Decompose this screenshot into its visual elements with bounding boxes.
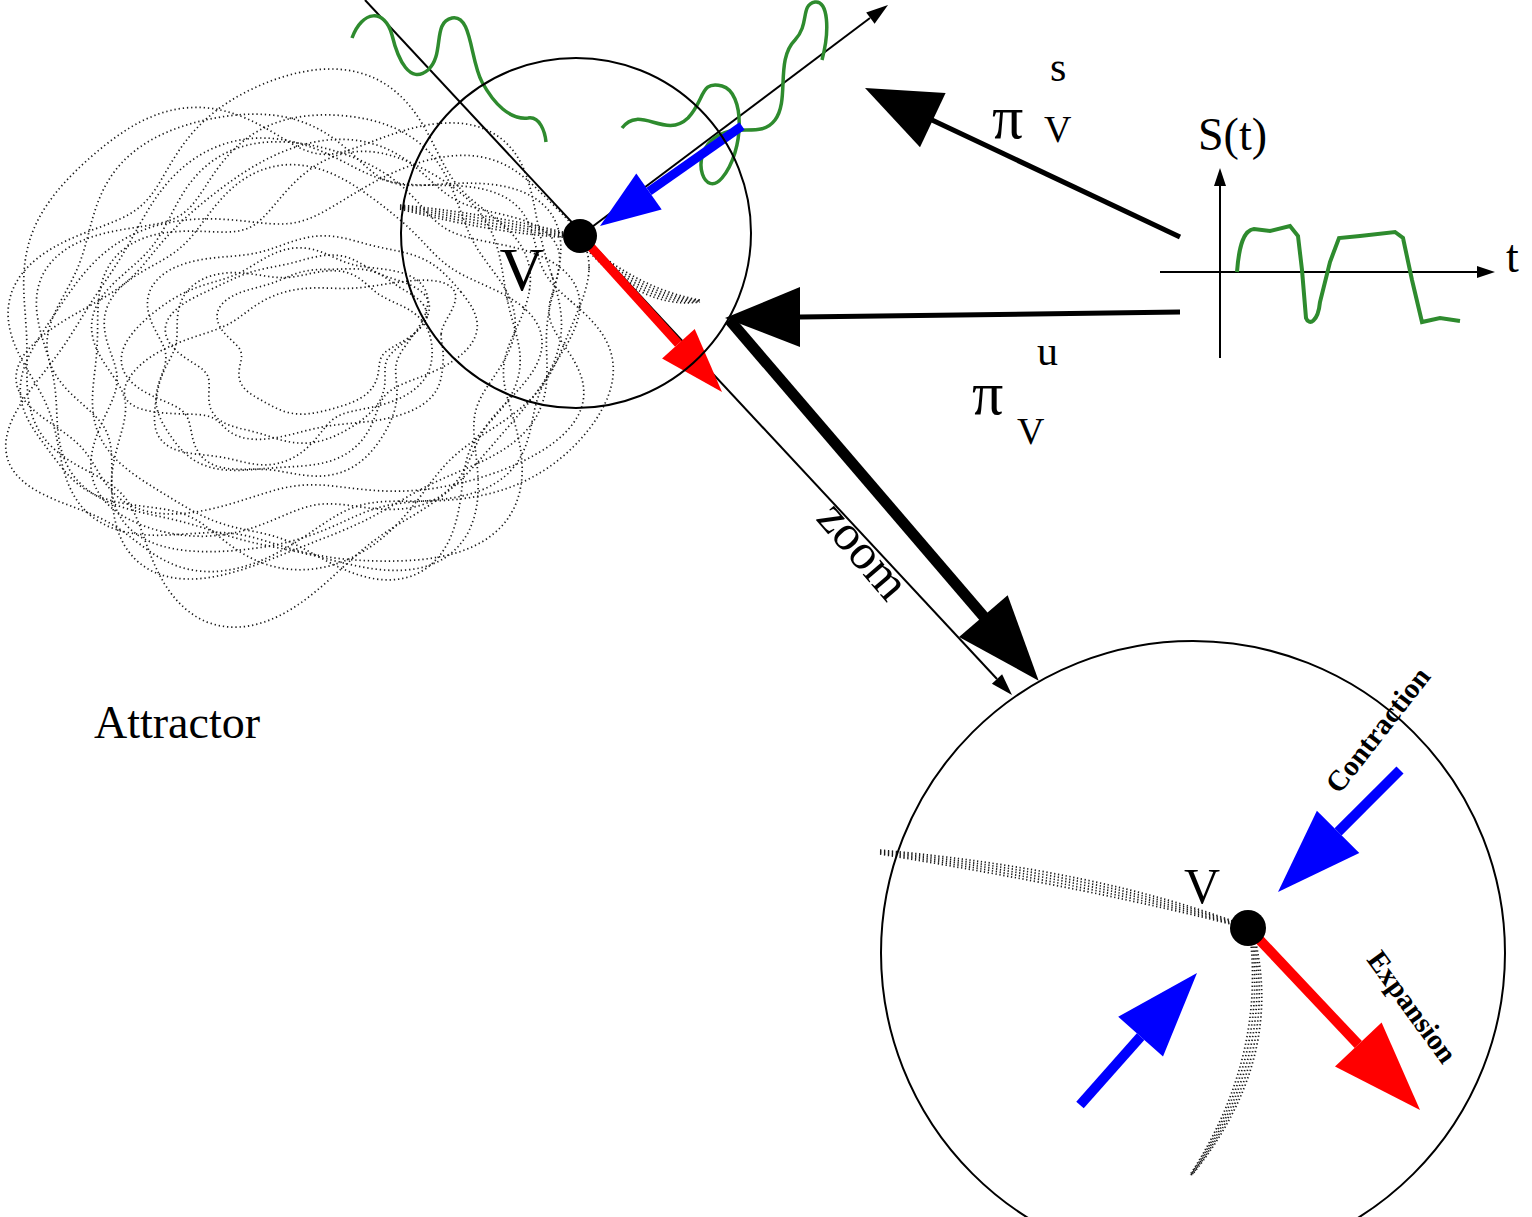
- contraction-vector: [1080, 1037, 1141, 1105]
- projection-symbol: π: [972, 362, 1003, 424]
- trajectory-strand: [880, 853, 1246, 928]
- point-v: [1230, 910, 1266, 946]
- contraction-arrowhead: [1278, 811, 1359, 892]
- trajectory-strand: [880, 852, 1246, 927]
- trajectory-strand: [1192, 935, 1260, 1175]
- attractor-orbit: [217, 269, 426, 414]
- trajectory-strand: [582, 240, 700, 300]
- projection-subscript: V: [1017, 412, 1044, 450]
- attractor-orbit: [154, 271, 432, 465]
- perturbation-signal: [622, 2, 827, 184]
- projection-subscript: V: [1044, 110, 1071, 148]
- point-label: V: [500, 238, 545, 300]
- point-label: V: [1184, 861, 1220, 911]
- projection-superscript: s: [1050, 46, 1066, 88]
- projection-arrowhead: [865, 88, 946, 147]
- stable-axis-line: [365, 0, 997, 679]
- trajectory-strand: [1192, 935, 1262, 1175]
- axis-arrowhead: [866, 5, 888, 24]
- plot-axis: [1160, 271, 1479, 273]
- signal-waveform: [1237, 226, 1460, 322]
- attractor-orbit: [121, 248, 428, 476]
- expansion-arrowhead: [1335, 1023, 1420, 1111]
- vector-label: Expansion: [1362, 946, 1462, 1069]
- zoom-arrow-shaft: [729, 320, 989, 623]
- trajectory-strand: [582, 241, 700, 301]
- vector-label: Contraction: [1320, 662, 1435, 798]
- attractor-orbit: [47, 114, 561, 579]
- attractor-orbit: [8, 69, 530, 561]
- zoom-arrowhead: [959, 595, 1039, 680]
- signal-label: S(t): [1198, 112, 1267, 158]
- contraction-arrowhead: [1118, 973, 1197, 1057]
- trajectory-strand: [1191, 935, 1257, 1175]
- trajectory-strand: [1191, 935, 1255, 1175]
- attractor-orbit: [16, 139, 584, 514]
- axis-label: t: [1506, 234, 1519, 280]
- trajectory-strand: [400, 205, 578, 236]
- attractor-orbit: [24, 107, 562, 627]
- trajectory-strand: [400, 206, 578, 237]
- trajectory-bundles: [400, 205, 1262, 1175]
- trajectory-strand: [400, 207, 578, 237]
- plot-axis-arrowhead: [1214, 168, 1226, 186]
- trajectory-strand: [400, 209, 578, 238]
- attractor-orbit: [124, 280, 455, 439]
- attractor-orbit: [147, 236, 477, 470]
- expansion-arrowhead: [662, 329, 722, 392]
- attractor-trajectories: [6, 69, 614, 627]
- projection-arrow: [800, 312, 1180, 317]
- expansion-vector: [1255, 935, 1358, 1045]
- trajectory-strand: [880, 854, 1246, 928]
- attractor-orbit: [92, 142, 580, 552]
- contraction-arrowhead: [600, 173, 662, 226]
- edge-label: zoom: [809, 492, 919, 609]
- expansion-vector: [590, 246, 678, 344]
- projection-arrowhead: [725, 287, 800, 347]
- projection-superscript: u: [1037, 330, 1058, 372]
- projection-symbol: π: [992, 86, 1023, 148]
- attractor-orbit: [36, 115, 515, 571]
- plot-axis-arrowhead: [1477, 266, 1495, 278]
- axis-arrowhead: [992, 674, 1012, 695]
- trajectory-strand: [1190, 935, 1253, 1175]
- phase-space-circle: V: [400, 57, 752, 409]
- point-v: [563, 219, 597, 253]
- attractor-orbit: [6, 138, 614, 572]
- perturbation-signal: [352, 16, 546, 142]
- phase-space-circle: V ContractionExpansion: [880, 640, 1506, 1217]
- attractor-label: Attractor: [94, 700, 260, 746]
- contraction-vector: [649, 126, 742, 191]
- trajectory-strand: [400, 208, 578, 238]
- zoom-arrow: [729, 320, 1038, 681]
